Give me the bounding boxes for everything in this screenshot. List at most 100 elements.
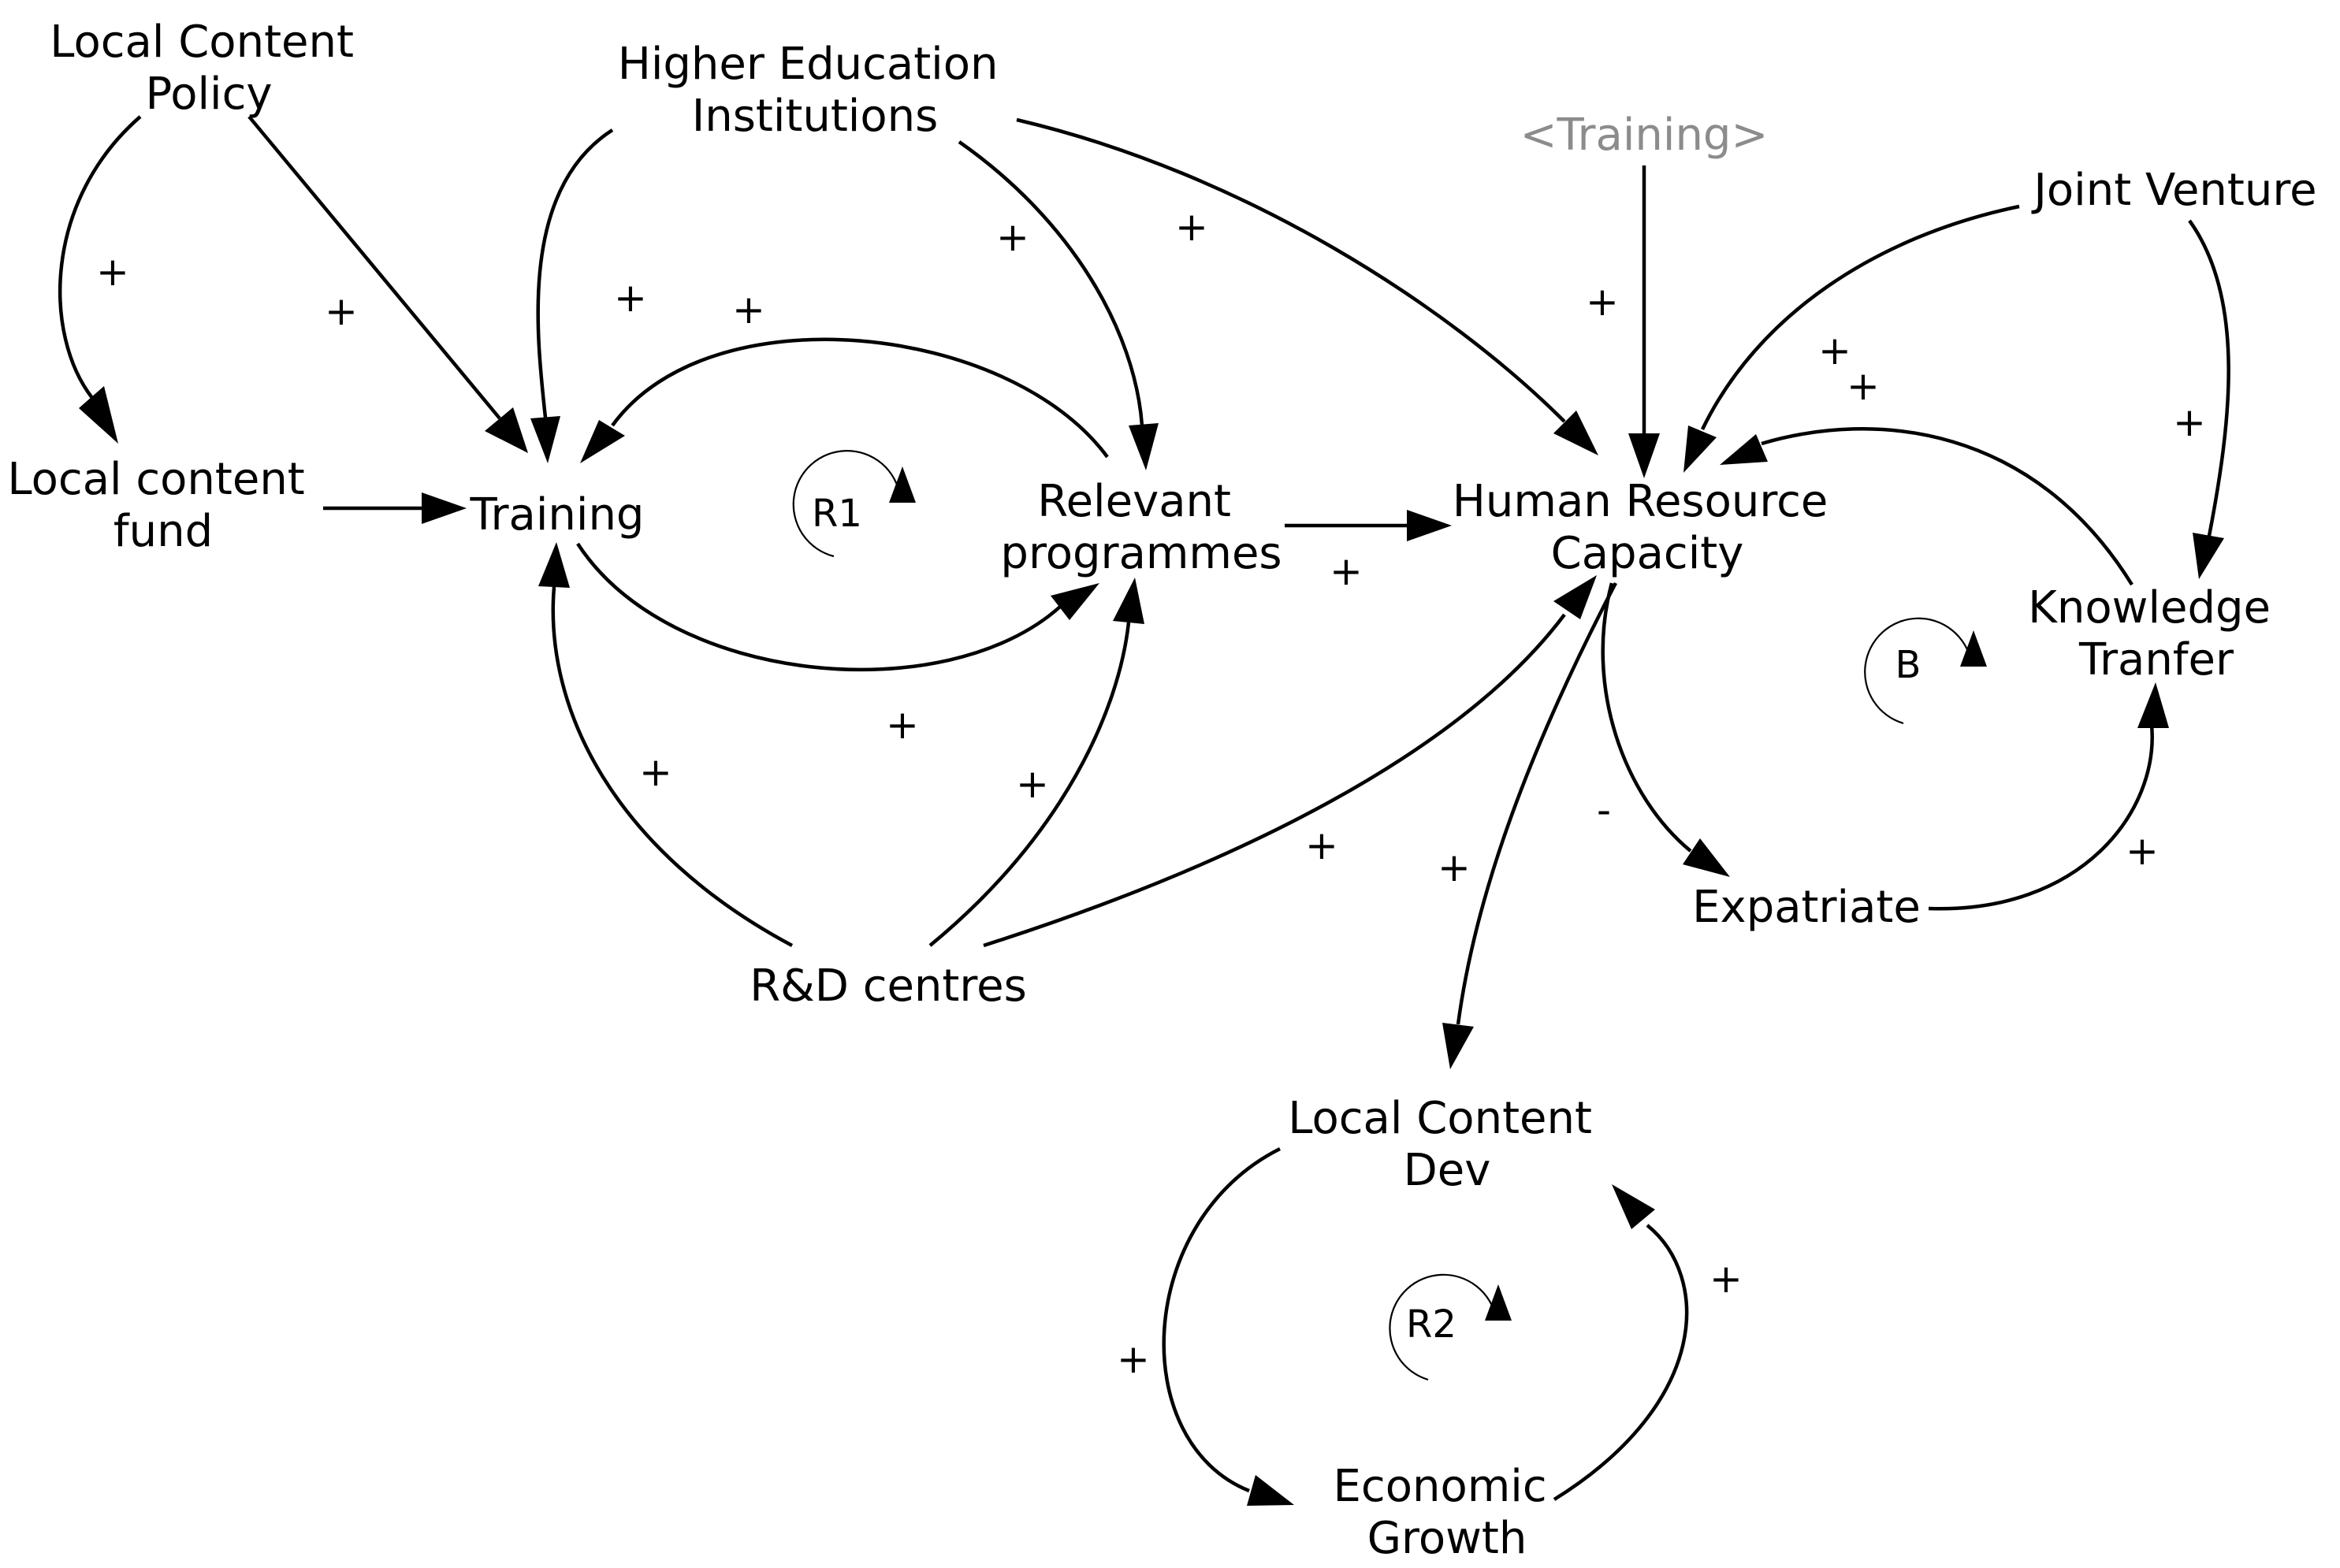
loop-b-arrowhead (1960, 630, 1987, 667)
node-human-resource-capacity: Human Resource Capacity (1453, 476, 1842, 579)
polarity-policy-to-training: + (325, 288, 358, 334)
arrowhead-relevant-to-training (580, 420, 625, 463)
node-local-content-policy-line-1: Local Content (50, 17, 354, 68)
loop-b: B (1864, 617, 1987, 725)
arrowhead-growth-to-lcd (1612, 1184, 1655, 1229)
arrowhead-hrc-to-lcd (1442, 1023, 1474, 1069)
arrowhead-relevant-to-hrc (1407, 510, 1452, 541)
node-local-content-fund: Local content fund (7, 454, 318, 557)
link-lcd-to-growth (1162, 1146, 1282, 1493)
link-expatriate-to-kt (1928, 724, 2154, 911)
node-joint-venture: Joint Venture (2031, 165, 2316, 216)
link-policy-to-fund (58, 115, 142, 399)
link-rd-to-relevant (928, 622, 1131, 947)
polarity-relevant-to-training: + (732, 287, 765, 333)
arrowhead-hei-to-relevant (1129, 423, 1159, 470)
link-training-to-relevant (576, 542, 1062, 672)
arrowhead-lcd-to-growth (1247, 1475, 1294, 1506)
node-local-content-policy: Local Content Policy (50, 17, 367, 120)
arrowhead-shadow-to-hrc (1628, 433, 1660, 478)
loop-r1-arrowhead (889, 466, 916, 503)
link-hei-to-hrc (1016, 117, 1566, 423)
node-expatriate: Expatriate (1692, 882, 1921, 933)
polarity-rd-to-training: + (639, 749, 672, 795)
node-local-content-fund-line-2: fund (113, 506, 213, 557)
link-jv-to-kt (2188, 219, 2230, 537)
loop-r2: R2 (1389, 1273, 1512, 1381)
link-rd-to-hrc (983, 613, 1566, 948)
node-expatriate-line-1: Expatriate (1692, 882, 1921, 933)
polarity-growth-to-lcd: + (1709, 1256, 1743, 1302)
polarity-hei-to-hrc: + (1175, 204, 1208, 250)
loop-r1-arc (792, 450, 902, 558)
link-hrc-to-expatriate (1601, 582, 1692, 853)
node-local-content-dev-line-1: Local Content (1288, 1093, 1592, 1144)
link-kt-to-hrc (1761, 427, 2134, 586)
loop-r1: R1 (792, 450, 916, 558)
link-growth-to-lcd (1553, 1224, 1689, 1501)
node-local-content-dev: Local Content Dev (1288, 1093, 1605, 1196)
link-relevant-to-training (611, 337, 1109, 459)
node-relevant-programmes: Relevant programmes (1000, 476, 1282, 579)
node-rd-centres: R&D centres (750, 960, 1027, 1012)
polarity-hrc-to-expatriate: - (1597, 787, 1611, 833)
arrowhead-rd-to-hrc (1553, 575, 1597, 619)
node-local-content-fund-line-1: Local content (7, 454, 304, 505)
loop-b-arc (1864, 617, 1973, 725)
node-training: Training (470, 489, 645, 541)
polarity-hrc-to-lcd: + (1438, 845, 1471, 890)
link-hei-to-relevant (958, 140, 1144, 426)
node-economic-growth-line-2: Growth (1367, 1513, 1527, 1564)
node-higher-education-line-1: Higher Education (618, 39, 999, 90)
polarity-relevant-to-hrc: + (1330, 548, 1363, 594)
node-local-content-policy-line-2: Policy (145, 69, 272, 120)
link-policy-to-training (247, 115, 501, 420)
polarity-jv-to-kt: + (2173, 399, 2206, 445)
polarity-jv-to-hrc-1: + (1818, 328, 1851, 373)
loop-b-label: B (1895, 643, 1921, 687)
polarity-rd-to-relevant: + (1016, 761, 1049, 807)
node-knowledge-tranfer: Knowledge Tranfer (2028, 582, 2285, 686)
link-jv-to-hrc (1700, 204, 2020, 430)
polarity-hei-to-relevant: + (996, 214, 1029, 260)
polarity-jv-to-hrc-2: + (1847, 363, 1880, 409)
polarity-expatriate-to-kt: + (2126, 828, 2159, 874)
polarity-lcd-to-growth: + (1117, 1336, 1150, 1382)
node-human-resource-capacity-line-1: Human Resource (1453, 476, 1828, 527)
node-economic-growth: Economic Growth (1334, 1461, 1561, 1564)
link-rd-to-training (551, 586, 794, 947)
node-economic-growth-line-1: Economic (1334, 1461, 1547, 1512)
loop-r2-arc (1389, 1273, 1497, 1381)
arrowhead-policy-to-fund (79, 386, 118, 444)
link-hei-to-training (536, 128, 614, 418)
node-training-line-1: Training (470, 489, 645, 541)
polarity-shadow-to-hrc: + (1586, 279, 1619, 325)
polarity-training-to-relevant: + (886, 702, 919, 748)
loop-r2-arrowhead (1485, 1284, 1512, 1321)
node-relevant-programmes-line-1: Relevant (1037, 476, 1231, 527)
node-knowledge-tranfer-line-1: Knowledge (2028, 582, 2271, 634)
node-training-shadow-line-1: <Training> (1520, 110, 1769, 161)
arrowhead-jv-to-kt (2193, 533, 2224, 579)
arrowhead-hei-to-training (530, 416, 560, 463)
loop-r1-label: R1 (812, 492, 862, 536)
node-higher-education-institutions: Higher Education Institutions (618, 39, 1013, 142)
node-local-content-dev-line-2: Dev (1404, 1145, 1491, 1196)
node-relevant-programmes-line-2: programmes (1000, 528, 1282, 579)
polarity-policy-to-fund: + (96, 249, 129, 295)
node-joint-venture-line-1: Joint Venture (2031, 165, 2316, 216)
node-knowledge-tranfer-line-2: Tranfer (2078, 634, 2234, 686)
link-hrc-to-lcd (1456, 581, 1617, 1025)
node-training-shadow: <Training> (1520, 110, 1769, 161)
arrowhead-expatriate-to-kt (2137, 682, 2169, 728)
arrowhead-policy-to-training (485, 407, 528, 453)
arrowhead-hei-to-hrc (1553, 411, 1598, 455)
arrowhead-rd-to-relevant (1113, 578, 1144, 624)
arrowhead-fund-to-training (422, 492, 467, 524)
polarity-rd-to-hrc: + (1305, 823, 1338, 868)
arrowhead-kt-to-hrc (1720, 434, 1768, 465)
arrowhead-rd-to-training (538, 542, 570, 588)
node-human-resource-capacity-line-2: Capacity (1551, 528, 1744, 579)
node-rd-centres-line-1: R&D centres (750, 960, 1027, 1012)
